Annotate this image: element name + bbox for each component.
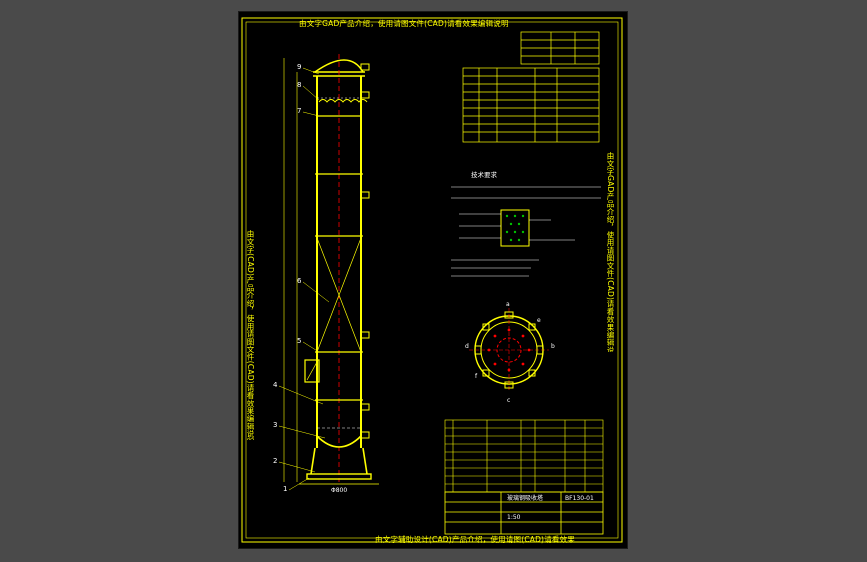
watermark-left: 由文字(CAD)产品介绍，使用请图文件(CAD)请看效果编辑说明 <box>246 230 255 440</box>
leader-line <box>278 461 316 473</box>
nozzle-label: b <box>551 343 555 350</box>
drawing-canvas: 9 8 7 6 5 4 3 2 1 Φ800 <box>241 17 623 543</box>
notes-title: 技术要求 <box>471 170 498 179</box>
nozzle <box>360 403 370 411</box>
part-number-label: 1 <box>283 485 287 493</box>
leader-line <box>278 385 324 405</box>
part-number-label: 4 <box>273 381 278 389</box>
nozzle-label: a <box>506 301 510 308</box>
part-number-label: 6 <box>297 277 302 285</box>
nozzle-table <box>462 67 600 143</box>
base-dimension: Φ800 <box>331 487 347 494</box>
part-number-label: 2 <box>273 457 277 465</box>
leader-line <box>302 111 320 117</box>
parts-list <box>444 419 604 493</box>
packing-hatch <box>505 214 525 242</box>
nozzle-orientation-labels: a b c d e f <box>465 301 555 404</box>
notes-lines <box>451 186 601 277</box>
skirt-right <box>362 447 368 475</box>
leader-line <box>302 341 320 353</box>
drawing-sheet[interactable]: 9 8 7 6 5 4 3 2 1 Φ800 <box>239 12 627 548</box>
nozzle <box>360 191 370 199</box>
packing-cross <box>316 237 362 353</box>
leader-line <box>302 281 330 303</box>
part-number-label: 8 <box>297 81 301 89</box>
nozzle <box>360 431 370 439</box>
title-block-drawing-no: BF130-01 <box>565 495 594 502</box>
base-ring <box>306 473 372 480</box>
nozzle-label: e <box>537 317 541 324</box>
packing-detail <box>459 209 575 247</box>
part-number-label: 5 <box>297 337 301 345</box>
title-block <box>444 491 604 535</box>
nozzle <box>360 91 370 99</box>
part-number-label: 7 <box>297 107 301 115</box>
demister <box>318 99 368 103</box>
leader-line <box>302 85 320 101</box>
leader-line <box>302 67 320 75</box>
part-number-labels: 9 8 7 6 5 4 3 2 1 <box>273 63 302 493</box>
part-number-label: 3 <box>273 421 277 429</box>
title-block-scale: 1:50 <box>507 514 521 521</box>
watermark-top: 由文字GAD产品介绍，使用请图文件(CAD)请看效果编辑说明 <box>299 19 509 28</box>
plan-view-bolts <box>487 328 531 372</box>
nozzle-label: c <box>507 397 510 404</box>
nozzle-label: d <box>465 343 469 350</box>
plan-view <box>469 308 549 392</box>
leader-line <box>278 425 326 439</box>
leader-line <box>288 477 310 491</box>
nozzle <box>360 331 370 339</box>
top-head <box>314 59 364 73</box>
watermark-right: 由文字GAD产品介绍，使用请图文件(CAD)请看效果编辑说明 <box>606 152 615 352</box>
title-block-name: 玻璃钢吸收塔 <box>507 494 543 502</box>
gas-inlet-vane <box>306 361 318 381</box>
nozzle-label: f <box>475 373 478 380</box>
skirt-left <box>310 447 316 475</box>
nozzle <box>360 63 370 71</box>
outer-frame <box>241 17 623 543</box>
bottom-head <box>316 435 362 448</box>
nozzle-summary-table <box>520 31 600 65</box>
inner-frame <box>245 21 619 539</box>
tower-elevation <box>278 54 379 491</box>
watermark-bottom: 由文字辅助设计(CAD)产品介绍，使用请图(CAD)请看效果 <box>375 535 575 544</box>
part-number-label: 9 <box>297 63 301 71</box>
gas-inlet <box>304 359 320 383</box>
